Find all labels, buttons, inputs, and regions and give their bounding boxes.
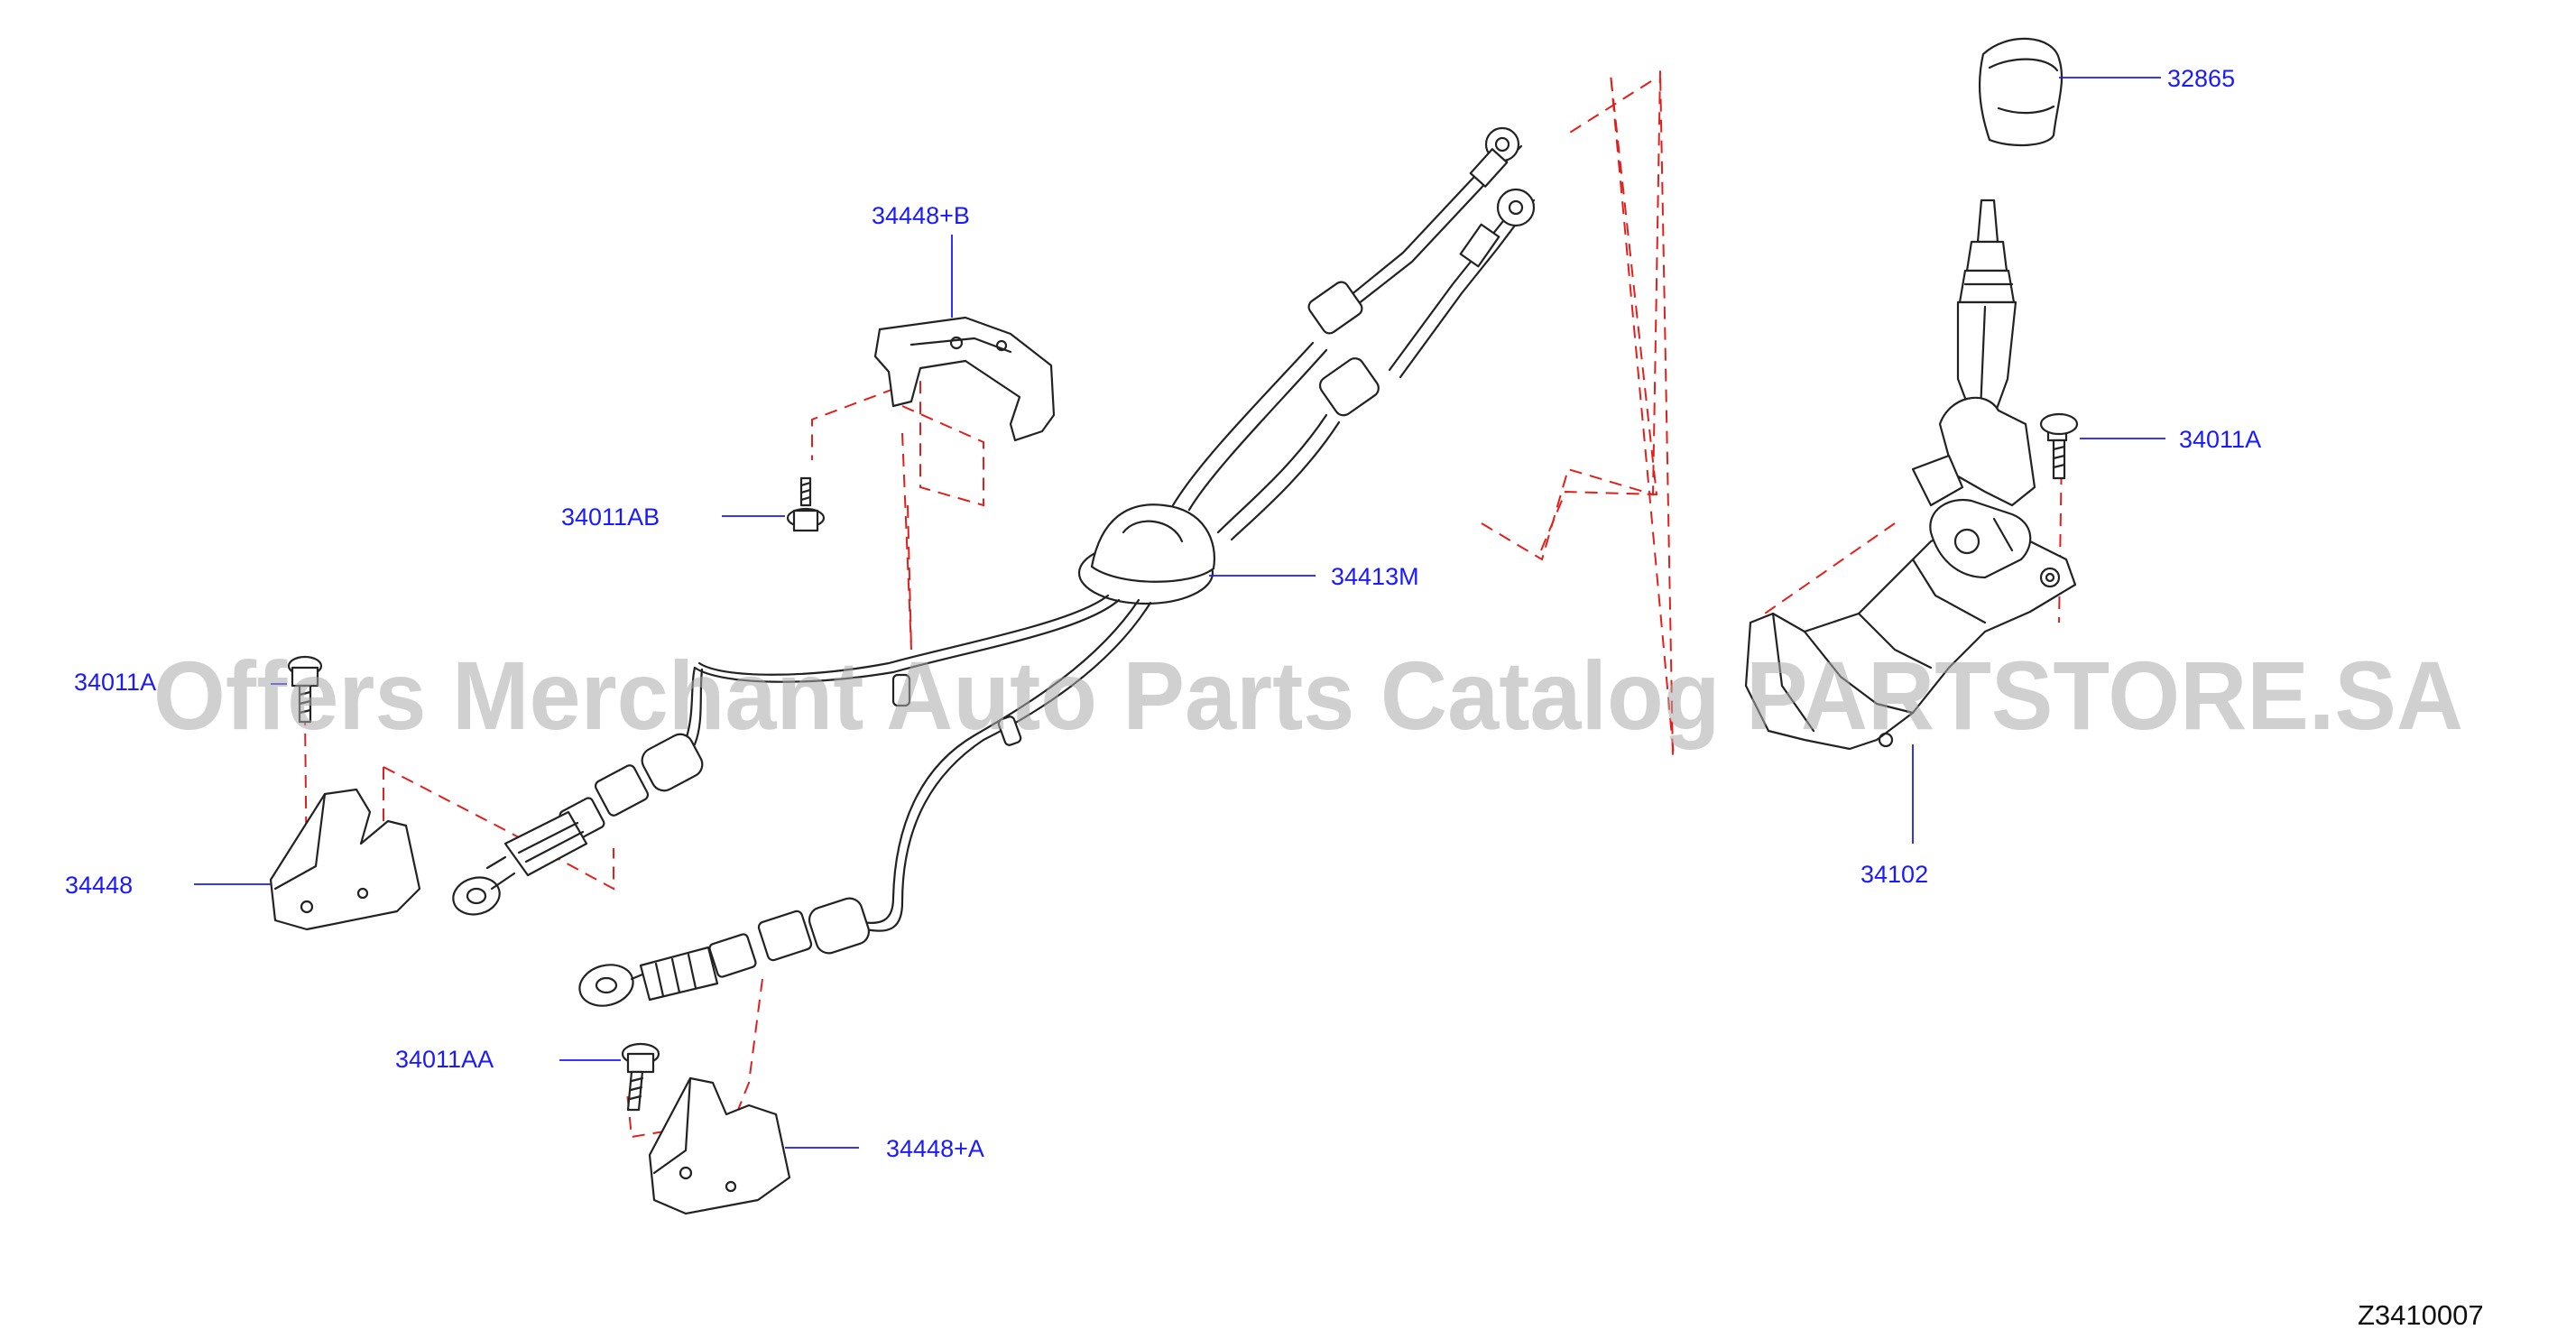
callout-34011a-left[interactable]: 34011A — [74, 669, 156, 696]
callout-34011aa[interactable]: 34011AA — [395, 1046, 494, 1073]
bracket-34448-a — [648, 1076, 791, 1215]
callout-34102[interactable]: 34102 — [1860, 861, 1928, 888]
shift-knob-32865 — [1978, 37, 2064, 147]
bolt-34011a-left — [287, 655, 323, 724]
bolt-34011ab — [786, 476, 826, 532]
shift-cable-assembly — [452, 126, 1536, 1007]
callout-34448-b[interactable]: 34448+B — [872, 202, 970, 229]
callout-34448-a[interactable]: 34448+A — [886, 1135, 984, 1162]
bracket-34448 — [269, 788, 421, 931]
callout-32865[interactable]: 32865 — [2167, 65, 2235, 92]
bolt-34011aa — [621, 1042, 660, 1112]
leader-lines — [194, 77, 2165, 1149]
callout-34448[interactable]: 34448 — [65, 872, 133, 899]
watermark: Offers Merchant Auto Parts Catalog PARTS… — [153, 641, 2463, 750]
bolt-34011a-right — [2039, 412, 2079, 480]
diagram-id: Z3410007 — [2358, 1299, 2484, 1331]
callout-34011a-right[interactable]: 34011A — [2179, 426, 2261, 453]
assembly-guide-lines — [304, 69, 2063, 1139]
shift-lever-assembly-34102 — [1744, 199, 2077, 751]
callout-34413m[interactable]: 34413M — [1331, 563, 1419, 590]
bracket-34448-b — [873, 316, 1056, 442]
callout-34011ab[interactable]: 34011AB — [561, 503, 660, 531]
